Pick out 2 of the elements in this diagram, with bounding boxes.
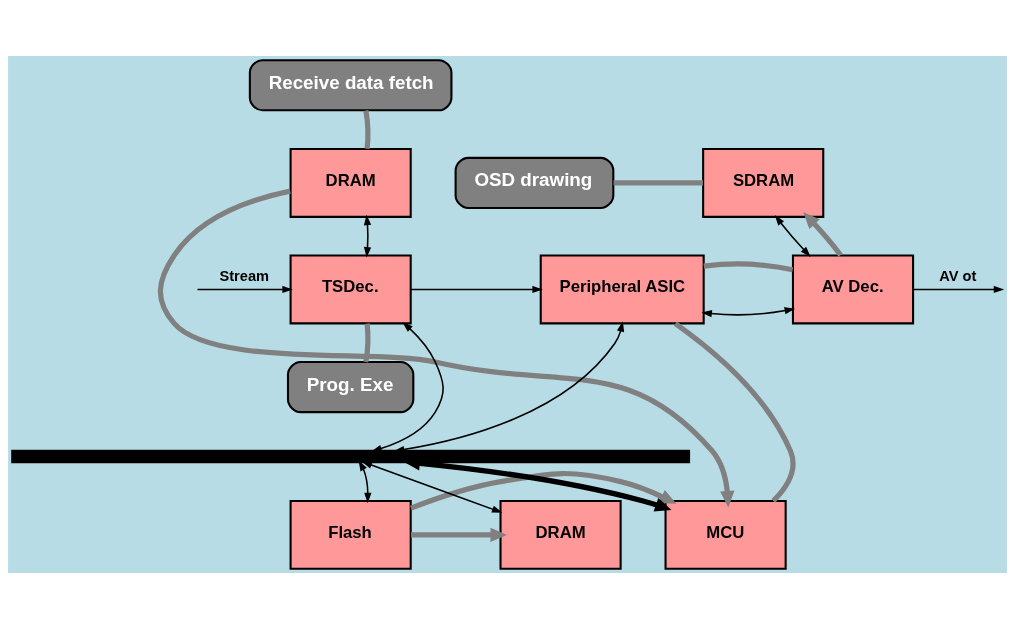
edge-label: AV ot	[939, 267, 977, 284]
edge-label: Stream	[219, 267, 270, 284]
